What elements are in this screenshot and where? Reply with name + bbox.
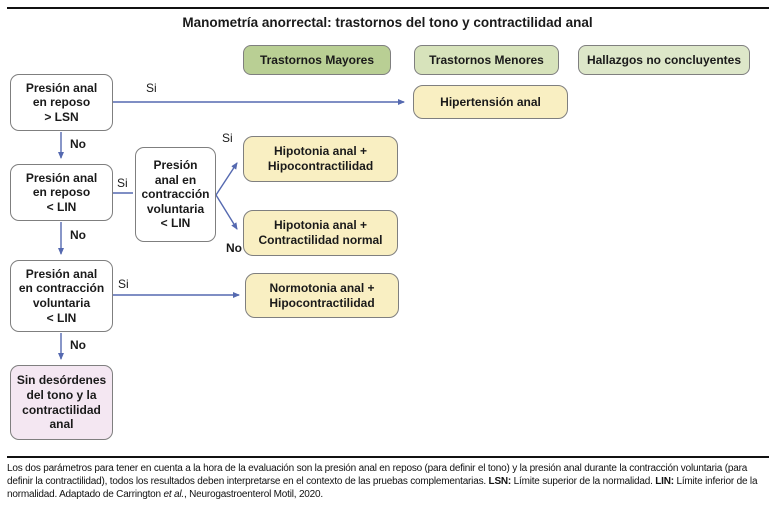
outcome-normotonia-hipocontractilidad: Normotonia anal + Hipocontractilidad bbox=[245, 273, 399, 318]
node-presion-contraccion-mid: Presión anal en contracción voluntaria <… bbox=[135, 147, 216, 242]
edge-label-si-2: Si bbox=[117, 176, 128, 190]
footnote-tail: , Neurogastroenterol Motil, 2020. bbox=[183, 489, 323, 500]
node-presion-reposo-lin: Presión anal en reposo < LIN bbox=[10, 164, 113, 221]
legend-trastornos-menores: Trastornos Menores bbox=[414, 45, 559, 75]
outcome-hipotonia-hipocontractilidad: Hipotonia anal + Hipocontractilidad bbox=[243, 136, 398, 182]
edge-label-no-1: No bbox=[70, 137, 86, 151]
legend-hallazgos-no-concluyentes: Hallazgos no concluyentes bbox=[578, 45, 750, 75]
edge-label-si-3: Si bbox=[222, 131, 233, 145]
outcome-hipertension-anal: Hipertensión anal bbox=[413, 85, 568, 119]
footnote-lsn-label: LSN: bbox=[488, 476, 512, 487]
node-sin-desordenes: Sin desórdenes del tono y la contractili… bbox=[10, 365, 113, 440]
footnote-body: Los dos parámetros para tener en cuenta … bbox=[7, 463, 748, 487]
footnote: Los dos parámetros para tener en cuenta … bbox=[7, 462, 769, 501]
footnote-lin-label: LIN: bbox=[655, 476, 674, 487]
top-rule bbox=[7, 7, 769, 9]
edge-label-no-4: No bbox=[70, 338, 86, 352]
footer-rule bbox=[7, 456, 769, 458]
legend-trastornos-mayores: Trastornos Mayores bbox=[243, 45, 391, 75]
edge-label-si-1: Si bbox=[146, 81, 157, 95]
edge-label-si-4: Si bbox=[118, 277, 129, 291]
edge-label-no-3: No bbox=[70, 228, 86, 242]
node-presion-contraccion-lin: Presión anal en contracción voluntaria <… bbox=[10, 260, 113, 332]
outcome-hipotonia-contractilidad-normal: Hipotonia anal + Contractilidad normal bbox=[243, 210, 398, 256]
node-presion-reposo-lsn: Presión anal en reposo > LSN bbox=[10, 74, 113, 131]
footnote-lsn-text: Límite superior de la normalidad. bbox=[511, 476, 656, 487]
edge-label-no-2: No bbox=[226, 241, 242, 255]
figure-title: Manometría anorrectal: trastornos del to… bbox=[182, 15, 593, 30]
footnote-lin-text: Límite inferior de la normalidad. Adapta… bbox=[7, 476, 758, 500]
footnote-et-al: et al. bbox=[163, 489, 184, 500]
